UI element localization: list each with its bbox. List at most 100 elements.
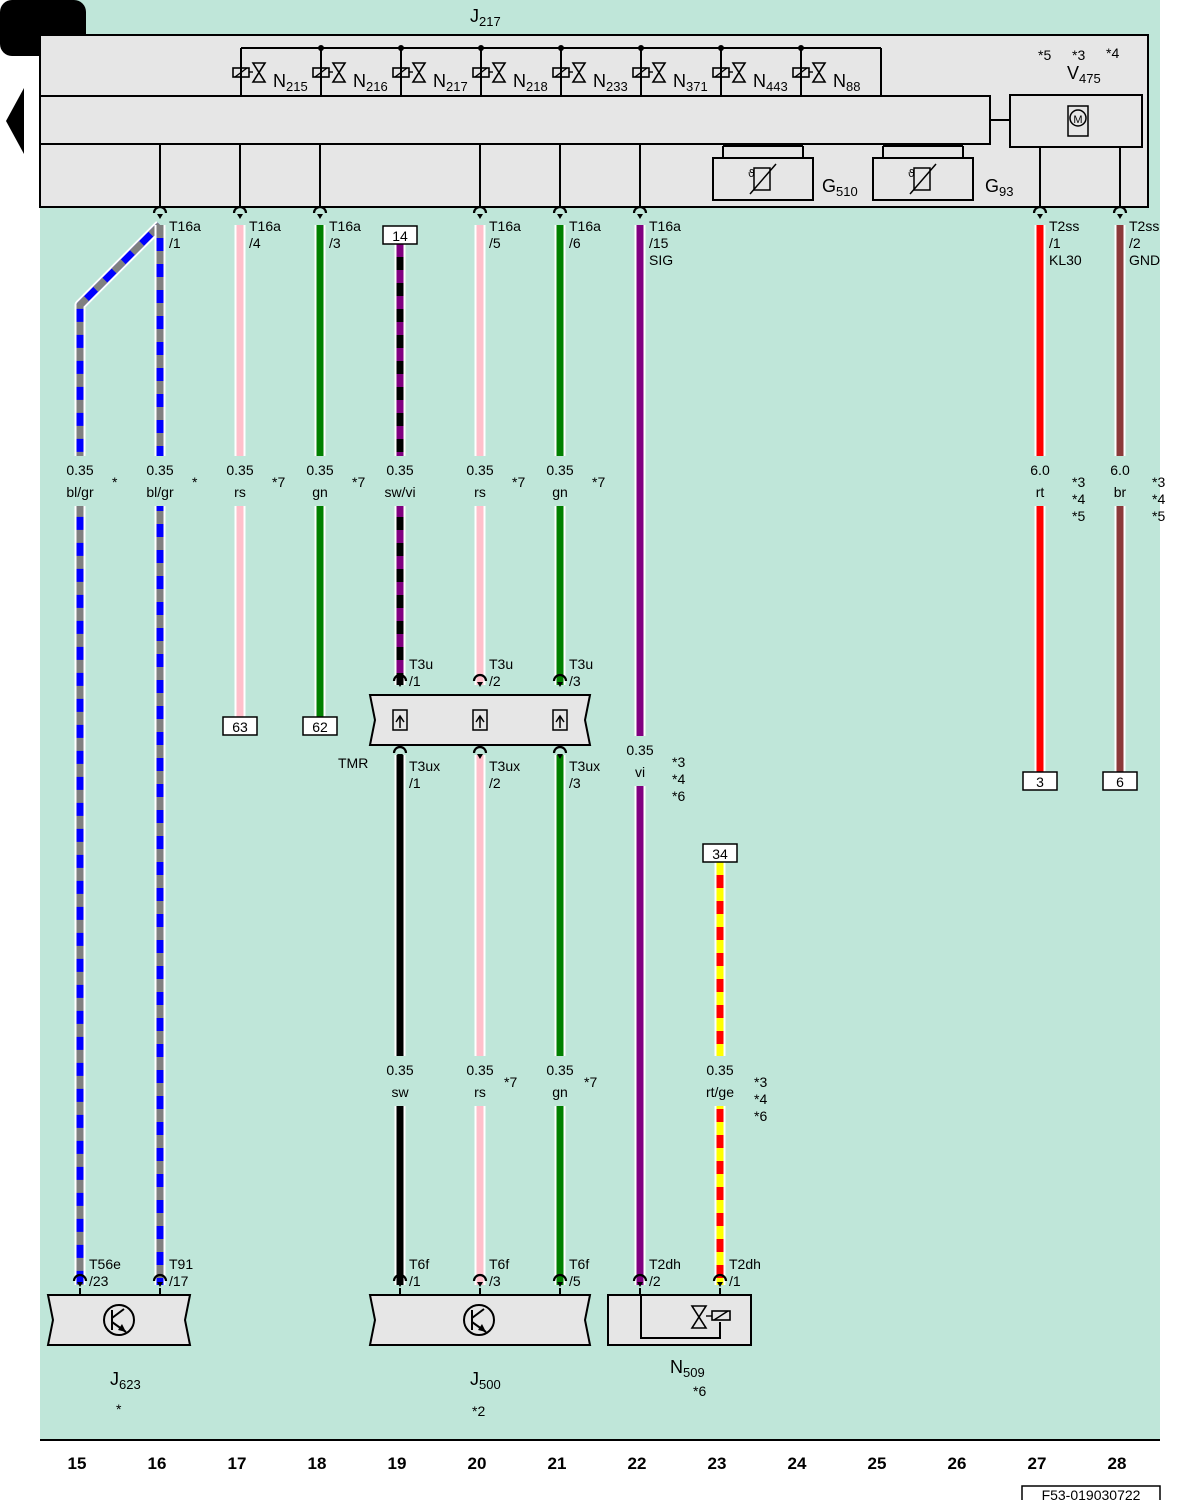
connector-label: T16a [169,218,201,234]
wire-note: *6 [754,1108,767,1124]
wire-note: *7 [512,474,525,490]
valve-label: N215 [273,71,308,94]
solenoid-valve-icon [632,45,667,96]
connector-label: T56e [89,1256,121,1272]
svg-text:*4: *4 [1106,45,1119,61]
connector-label: T16a [489,218,521,234]
valve-label: N88 [833,71,860,94]
connector-label: SIG [649,252,673,268]
wire-note: *3 [1152,474,1165,490]
connector-pin-icon [552,745,568,759]
sensor-g510: ϑ G510 [712,145,858,201]
connector-pin-icon [232,205,248,219]
connector-label: KL30 [1049,252,1082,268]
svg-text:V475: V475 [1067,63,1101,86]
column-number: 19 [388,1454,407,1473]
reference-box: 6 [1102,771,1138,791]
connector-label: T16a [649,218,681,234]
connector-pin-icon [312,205,328,219]
reference-box: 14 [382,225,418,245]
wire-note: *7 [592,474,605,490]
connector-label: T2dh [649,1256,681,1272]
svg-text:J623: J623 [110,1369,141,1392]
connector-label: /5 [489,235,501,251]
internal-connections [159,144,1121,207]
connector-pin-icon [712,1273,728,1287]
wire-note: *7 [352,474,365,490]
wire-note: *5 [1152,508,1165,524]
wire-color-label: gn [552,484,568,500]
wire-size-label: 0.35 [226,462,253,478]
column-number: 18 [308,1454,327,1473]
solenoid-valve-icon [472,45,507,96]
connector-label: T16a [249,218,281,234]
svg-text:*5: *5 [1038,47,1051,63]
connectors: T16a/1T16a/4T16a/3T16a/5T16a/6T16a/15SIG… [72,205,1160,1295]
contact-icon [472,709,488,731]
solenoid-valve-icon [312,45,347,96]
connector-label: /23 [89,1273,109,1289]
wire-color-label: rt [1036,484,1045,500]
valve-n509: N509 *6 [607,1294,752,1399]
wire-note: *5 [1072,508,1085,524]
reference-box: 3 [1022,771,1058,791]
thermistor-icon: ϑ [908,163,937,195]
sensor-g93: ϑ G93 [872,145,1013,201]
solenoid-valve-icon [690,1305,731,1329]
wire-note: *3 [754,1074,767,1090]
valve-label: N371 [673,71,708,94]
connector-pin-icon [632,1273,648,1287]
wire-size-label: 0.35 [546,1062,573,1078]
wire-size-label: 0.35 [706,1062,733,1078]
wire-size-label: 0.35 [66,462,93,478]
wire-size-label: 0.35 [306,462,333,478]
connector-label: T3ux [409,758,440,774]
connector-pin-icon [392,745,408,759]
previous-page-arrow-icon[interactable] [6,88,24,154]
svg-text:*6: *6 [693,1383,706,1399]
svg-text:F53-019030722: F53-019030722 [1042,1487,1141,1500]
motor-v475: M *5 *3 *4 V475 [1009,45,1143,148]
connector-label: /3 [489,1273,501,1289]
figure-id: F53-019030722 [1021,1485,1161,1500]
wire-size-label: 0.35 [546,462,573,478]
connector-pin-icon [152,205,168,219]
wires [66,221,1134,1285]
column-number: 26 [948,1454,967,1473]
connector-label: T2ss [1049,218,1079,234]
svg-text:M: M [1073,114,1082,126]
column-number: 16 [148,1454,167,1473]
connector-pin-icon [632,205,648,219]
connector-label: /1 [409,673,421,689]
connector-label: /4 [249,235,261,251]
svg-text:TMR: TMR [338,755,368,771]
wire-color-label: bl/gr [66,484,94,500]
connector-label: /5 [569,1273,581,1289]
svg-text:34: 34 [712,846,728,862]
wire-note: *4 [672,771,685,787]
wire-color-label: sw/vi [384,484,415,500]
connector-label: T3u [569,656,593,672]
connector-label: /2 [649,1273,661,1289]
connector-label: /2 [1129,235,1141,251]
connector-label: /1 [409,775,421,791]
wire-color-label: br [1114,484,1127,500]
connector-pin-icon [152,1273,168,1287]
motor-icon [1067,105,1089,137]
wire-size-label: 0.35 [386,462,413,478]
valve-label: N216 [353,71,388,94]
connector-label: /1 [169,235,181,251]
svg-text:G93: G93 [985,176,1013,199]
connector-label: T3ux [489,758,520,774]
wire-note: *7 [584,1074,597,1090]
connector-label: T3u [489,656,513,672]
connector-pin-icon [552,205,568,219]
wire-size-label: 0.35 [386,1062,413,1078]
svg-text:N509: N509 [670,1357,705,1380]
connector-label: T91 [169,1256,193,1272]
wire-note: * [192,474,198,490]
diagram-background [40,0,1160,1440]
wire-color-label: gn [552,1084,568,1100]
